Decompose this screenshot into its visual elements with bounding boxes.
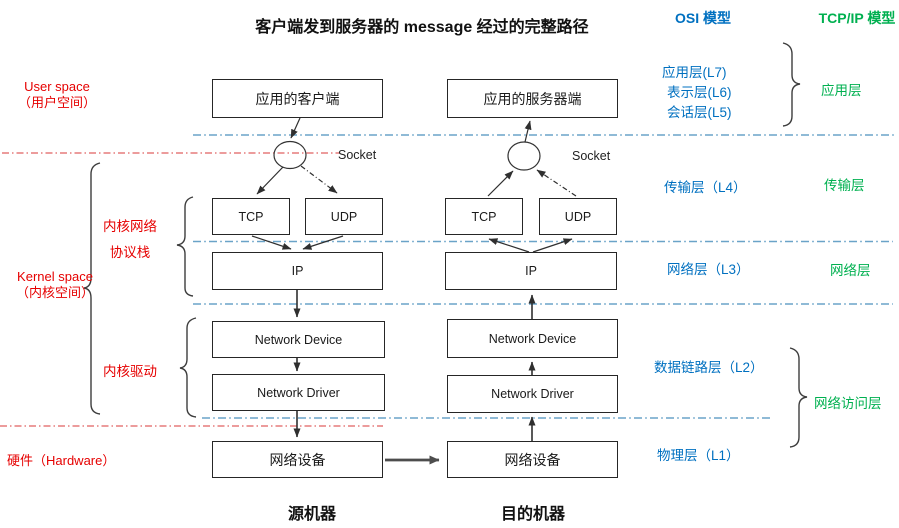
- arrow-socket-to-udp-dashed: [300, 165, 338, 194]
- space-boundary-lines: [0, 152, 383, 427]
- kernel-driver-label: 内核驱动: [103, 364, 157, 379]
- arrow-tcp-to-ip: [251, 235, 292, 250]
- tcpip-layer-network: 网络层: [830, 263, 871, 278]
- protocol-stack-brace: [176, 196, 194, 297]
- tcpip-model-header: TCP/IP 模型: [818, 10, 896, 26]
- source-tcp-box: TCP: [212, 198, 290, 235]
- source-app-box: 应用的客户端: [212, 79, 383, 118]
- osi-layer-l4: 传输层（L4）: [664, 180, 747, 195]
- kernel-network-stack-line1: 内核网络: [103, 219, 157, 234]
- diagram-title: 客户端发到服务器的 message 经过的完整路径: [255, 19, 589, 36]
- arrow-srcapp-to-socket: [290, 117, 301, 139]
- osi-model-header: OSI 模型: [674, 10, 731, 26]
- arrow-socket-to-tcp: [256, 166, 284, 195]
- dest-hw-device-box: 网络设备: [447, 441, 618, 478]
- dest-tcp-box: TCP: [445, 198, 523, 235]
- kernel-space-label-cn: （内核空间）: [15, 285, 94, 300]
- osi-layer-l6: 表示层(L6): [667, 85, 732, 100]
- dest-flow-arrows: [487, 120, 577, 253]
- dest-socket-label: Socket: [572, 149, 611, 163]
- user-space-label: User space （用户空间）: [4, 79, 110, 111]
- layer-separator-lines: [193, 134, 897, 419]
- arrow-udp-to-socket-dashed: [536, 169, 577, 197]
- osi-layer-l7: 应用层(L7): [662, 65, 727, 80]
- osi-layer-l2: 数据链路层（L2）: [654, 360, 764, 375]
- source-flow-arrows: [251, 117, 344, 250]
- tcpip-layer-transport: 传输层: [824, 178, 865, 193]
- dest-app-box: 应用的服务器端: [447, 79, 618, 118]
- dest-socket-circle: [507, 141, 541, 171]
- dest-network-device-box: Network Device: [447, 319, 618, 358]
- osi-layer-l5: 会话层(L5): [667, 105, 732, 120]
- source-socket-circle: [273, 140, 307, 170]
- source-ip-box: IP: [212, 252, 383, 290]
- source-socket-label: Socket: [338, 148, 377, 162]
- kernel-network-stack-label: 内核网络 协议栈: [94, 214, 166, 266]
- dest-network-driver-box: Network Driver: [447, 375, 618, 413]
- kernel-space-label-en: Kernel space: [17, 269, 93, 284]
- hardware-label: 硬件（Hardware）: [7, 453, 116, 468]
- osi-layer-l3: 网络层（L3）: [667, 262, 750, 277]
- kernel-space-label: Kernel space （内核空间）: [2, 269, 108, 301]
- arrow-socket-to-destapp: [524, 120, 532, 143]
- dest-ip-box: IP: [445, 252, 617, 290]
- kernel-network-stack-line2: 协议栈: [109, 245, 151, 260]
- source-network-device-box: Network Device: [212, 321, 385, 358]
- arrow-udp-to-ip: [302, 235, 344, 250]
- tcpip-layer-application: 应用层: [821, 83, 862, 98]
- dest-machine-label: 目的机器: [501, 506, 566, 523]
- osi-layer-l1: 物理层（L1）: [657, 448, 740, 463]
- user-space-label-en: User space: [24, 79, 90, 94]
- dest-udp-box: UDP: [539, 198, 617, 235]
- source-machine-label: 源机器: [288, 506, 337, 523]
- source-udp-box: UDP: [305, 198, 383, 235]
- socket-circles: [273, 140, 541, 171]
- source-hw-device-box: 网络设备: [212, 441, 383, 478]
- braces: [83, 42, 808, 448]
- network-access-brace: [789, 347, 808, 448]
- source-network-driver-box: Network Driver: [212, 374, 385, 411]
- osi-application-brace: [782, 42, 801, 127]
- user-space-label-cn: （用户空间）: [17, 95, 96, 110]
- arrow-ip-to-udp: [532, 238, 573, 253]
- arrow-ip-to-tcp: [488, 238, 530, 253]
- tcpip-layer-network-access: 网络访问层: [814, 396, 882, 411]
- arrow-tcp-to-socket: [487, 170, 514, 197]
- kernel-driver-brace: [179, 317, 197, 418]
- kernel-space-brace: [83, 162, 101, 415]
